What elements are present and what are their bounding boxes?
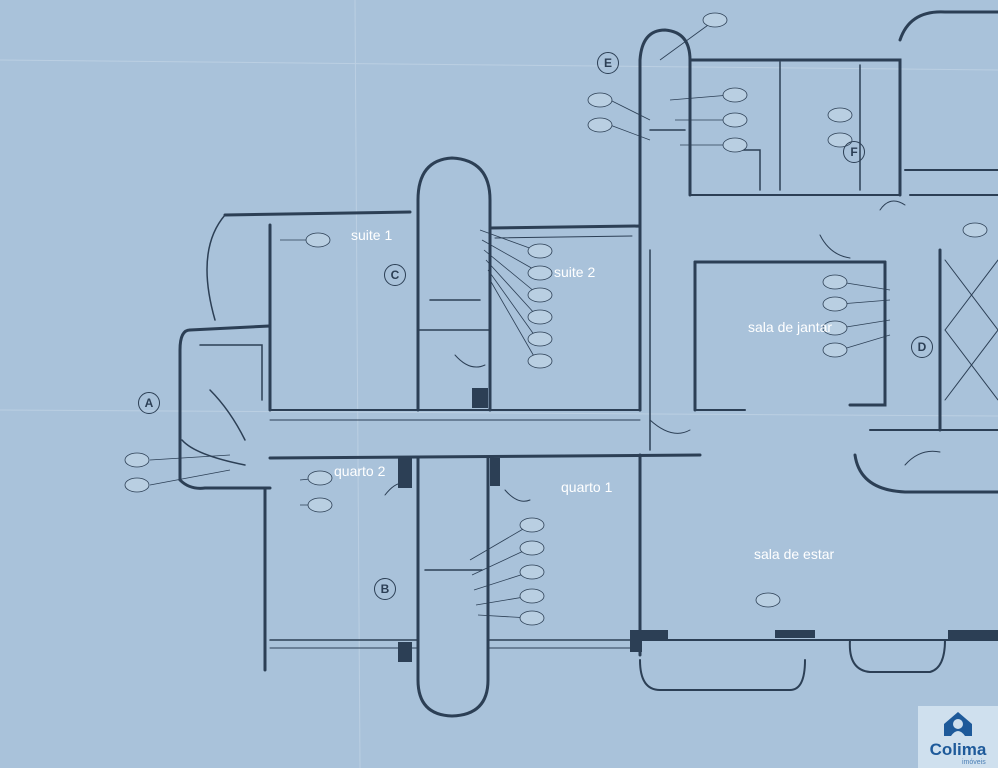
marker-f: F xyxy=(843,141,865,163)
logo-subtitle: imóveis xyxy=(962,759,986,766)
room-label-suite-2: suite 2 xyxy=(554,264,596,280)
marker-c: C xyxy=(384,264,406,286)
room-label-quarto-1: quarto 1 xyxy=(561,479,613,495)
room-label-sala-de-jantar: sala de jantar xyxy=(748,319,833,335)
marker-d: D xyxy=(911,336,933,358)
marker-b: B xyxy=(374,578,396,600)
house-logo-icon xyxy=(944,712,972,736)
room-label-sala-de-estar: sala de estar xyxy=(754,546,835,562)
marker-a: A xyxy=(138,392,160,414)
colima-logo: Colima imóveis xyxy=(918,706,998,768)
logo-name: Colima xyxy=(929,740,987,759)
room-label-quarto-2: quarto 2 xyxy=(334,463,386,479)
marker-e: E xyxy=(597,52,619,74)
room-label-suite-1: suite 1 xyxy=(351,227,393,243)
